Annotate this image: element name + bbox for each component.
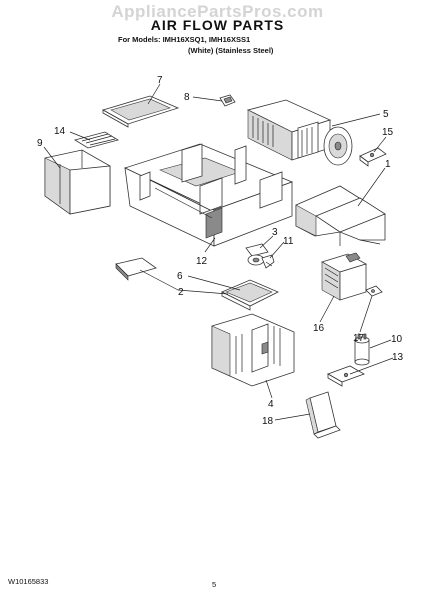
callout-7: 7 (157, 75, 163, 86)
leader-lines (43, 83, 394, 421)
variants-line: (White) (Stainless Steel) (188, 46, 274, 55)
part-15-bracket[interactable] (359, 147, 387, 167)
watermark: AppliancePartsPros.com (111, 2, 324, 21)
part-9-air-duct[interactable] (44, 149, 111, 215)
part-13-capacitor-bracket[interactable] (327, 365, 365, 387)
models-line: For Models: IMH16XSQ1, IMH16XSS1 (118, 35, 251, 44)
part-4-air-guide[interactable] (211, 313, 295, 387)
part-5-blower-motor[interactable] (246, 99, 353, 166)
part-10-capacitor[interactable] (354, 333, 370, 366)
callout-3: 3 (272, 227, 278, 238)
part-11-bulb[interactable] (261, 254, 275, 269)
callout-18: 18 (262, 416, 274, 427)
document-number: W10165833 (8, 577, 49, 586)
part-3-lamp-socket[interactable] (245, 243, 269, 266)
callout-14: 14 (54, 126, 66, 137)
part-1-duct-shroud[interactable] (295, 185, 386, 246)
callout-1: 1 (385, 159, 391, 170)
part-2-small-cover[interactable] (115, 257, 157, 281)
callout-6: 6 (177, 271, 183, 282)
callout-5: 5 (383, 109, 389, 120)
callout-16: 16 (313, 323, 325, 334)
callout-11: 11 (283, 236, 294, 247)
callout-2: 2 (178, 287, 184, 298)
callout-13: 13 (392, 352, 404, 363)
callout-10: 10 (391, 334, 403, 345)
part-17-connector[interactable] (365, 285, 383, 297)
callout-4: 4 (268, 399, 274, 410)
callout-8: 8 (184, 92, 190, 103)
page-number: 5 (212, 580, 217, 589)
callout-12: 12 (196, 256, 208, 267)
callout-15: 15 (382, 127, 394, 138)
page-title: AIR FLOW PARTS (150, 17, 285, 33)
callout-17: 17 (353, 333, 365, 344)
callout-9: 9 (37, 138, 43, 149)
part-18-vertical-vent[interactable] (305, 391, 341, 439)
part-12-air-housing[interactable] (123, 143, 294, 247)
part-8-clip[interactable] (219, 94, 236, 107)
part-7-filter[interactable] (101, 95, 180, 128)
part-16-transformer[interactable] (320, 252, 368, 301)
part-14-vent-grille[interactable] (73, 131, 120, 149)
part-6-cover-plate[interactable] (221, 279, 279, 311)
